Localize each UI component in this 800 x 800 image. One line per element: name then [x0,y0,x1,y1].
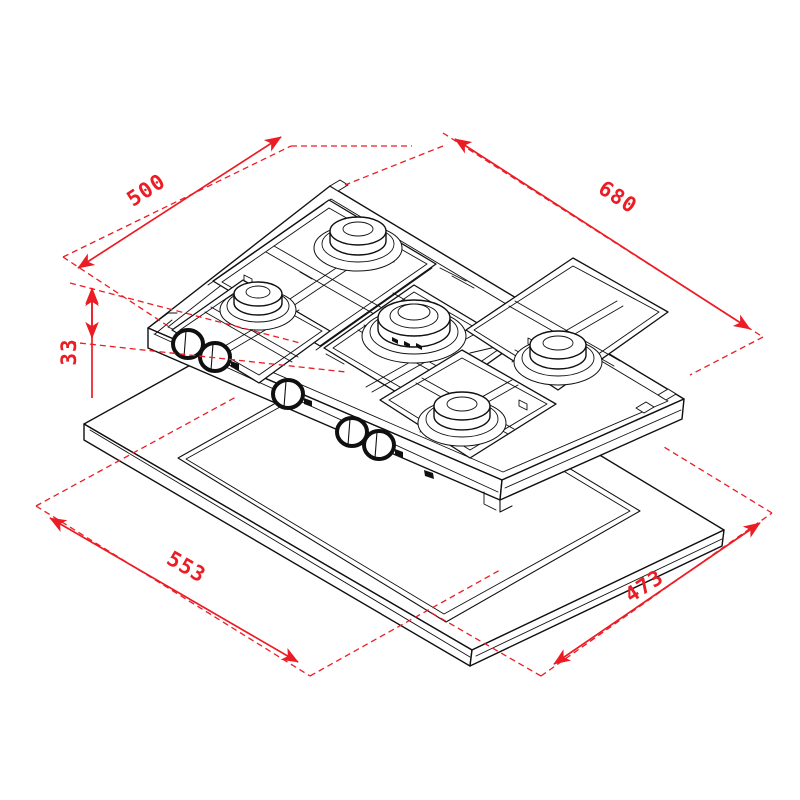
burner-center-wok [361,299,467,364]
gas-hob [147,179,685,513]
burner-rear-right [513,330,603,386]
burner-front-right [417,391,507,447]
dimension-33: 33 [57,282,347,398]
burner-rear-left [313,216,403,272]
burner-front-left [219,281,297,331]
control-knob-4[interactable] [335,416,376,448]
dimension-473: 473 [429,446,773,677]
control-knob-2[interactable] [198,341,239,373]
dimension-33-label: 33 [57,338,81,365]
control-knob-5[interactable] [362,429,403,461]
control-knob-1[interactable] [171,328,212,360]
control-knob-3[interactable] [271,378,312,410]
